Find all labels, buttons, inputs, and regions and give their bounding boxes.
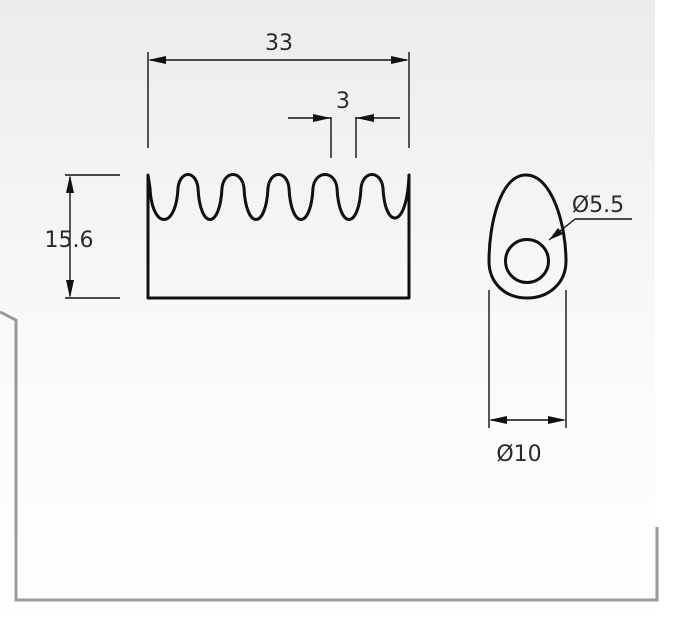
hole-diameter-label: Ø5.5 [572,193,624,218]
length-dimension [147,52,410,148]
teardrop-outline [487,173,568,300]
rack-outline [146,173,411,300]
outer-diameter-label: Ø10 [496,442,541,467]
length-label: 33 [265,31,293,56]
center-hole [504,238,550,284]
right-margin [655,0,689,635]
height-dimension [65,174,120,299]
height-label: 15.6 [45,228,94,253]
pitch-label: 3 [336,89,350,114]
outer-diameter-dimension [488,290,567,428]
sheet-border [0,310,659,602]
pitch-dimension [288,114,400,158]
hole-diameter-leader [548,218,632,241]
